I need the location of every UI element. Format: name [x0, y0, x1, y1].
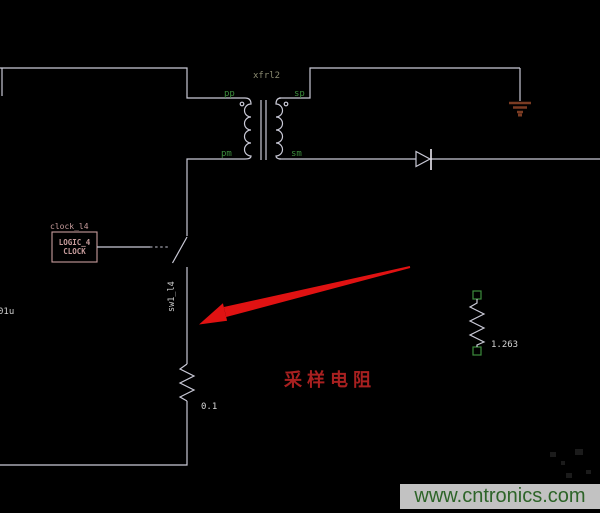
secondary-polarity-dot	[283, 101, 289, 107]
load-resistor-value: 1.263	[491, 340, 518, 350]
secondary-winding[interactable]	[275, 97, 284, 160]
edge-capacitor-value: 01u	[0, 307, 15, 317]
switch-sw1-l4[interactable]: sw1_l4	[167, 236, 188, 312]
sense-resistor-value: 0.1	[201, 402, 217, 412]
pin-label-sm: sm	[291, 149, 302, 159]
watermark-text: www.cntronics.com	[414, 485, 586, 507]
ground-symbol[interactable]	[509, 101, 531, 117]
watermark: www.cntronics.com	[400, 484, 600, 509]
wire-secondary-top[interactable]	[279, 67, 520, 99]
switch-blade[interactable]	[171, 236, 188, 264]
wire-primary-top[interactable]	[0, 67, 245, 99]
clock-ref-label: clock_l4	[50, 222, 89, 231]
load-resistor[interactable]: 1.263	[468, 290, 518, 356]
pin-label-pp: pp	[224, 89, 235, 99]
annotation-arrow	[199, 266, 411, 325]
load-resistor-terminal-bottom[interactable]	[472, 346, 482, 356]
transformer-xfrl2[interactable]: xfrl2 pp sp pm sm	[221, 71, 305, 160]
pin-label-pm: pm	[221, 149, 232, 159]
primary-polarity-dot	[239, 101, 245, 107]
diode[interactable]	[415, 149, 432, 170]
clock-body-line1: LOGIC_4	[59, 238, 91, 247]
clock-source[interactable]: clock_l4 LOGIC_4 CLOCK	[50, 222, 170, 263]
clock-body-line2: CLOCK	[63, 247, 86, 256]
load-resistor-zigzag[interactable]	[468, 299, 486, 347]
transformer-ref-label: xfrl2	[253, 71, 280, 81]
sense-resistor[interactable]: 0.1	[178, 363, 217, 412]
switch-ref-label: sw1_l4	[167, 281, 177, 312]
transformer-core	[260, 100, 267, 160]
noise-specks	[550, 449, 591, 478]
sense-resistor-zigzag[interactable]	[178, 363, 196, 402]
pin-label-sp: sp	[294, 89, 305, 99]
wire-primary-bottom[interactable]	[186, 158, 245, 236]
wire-bottom-rail[interactable]	[0, 401, 188, 466]
annotation-text: 采样电阻	[284, 370, 376, 391]
load-resistor-terminal-top[interactable]	[472, 290, 482, 300]
primary-winding[interactable]	[243, 97, 252, 160]
